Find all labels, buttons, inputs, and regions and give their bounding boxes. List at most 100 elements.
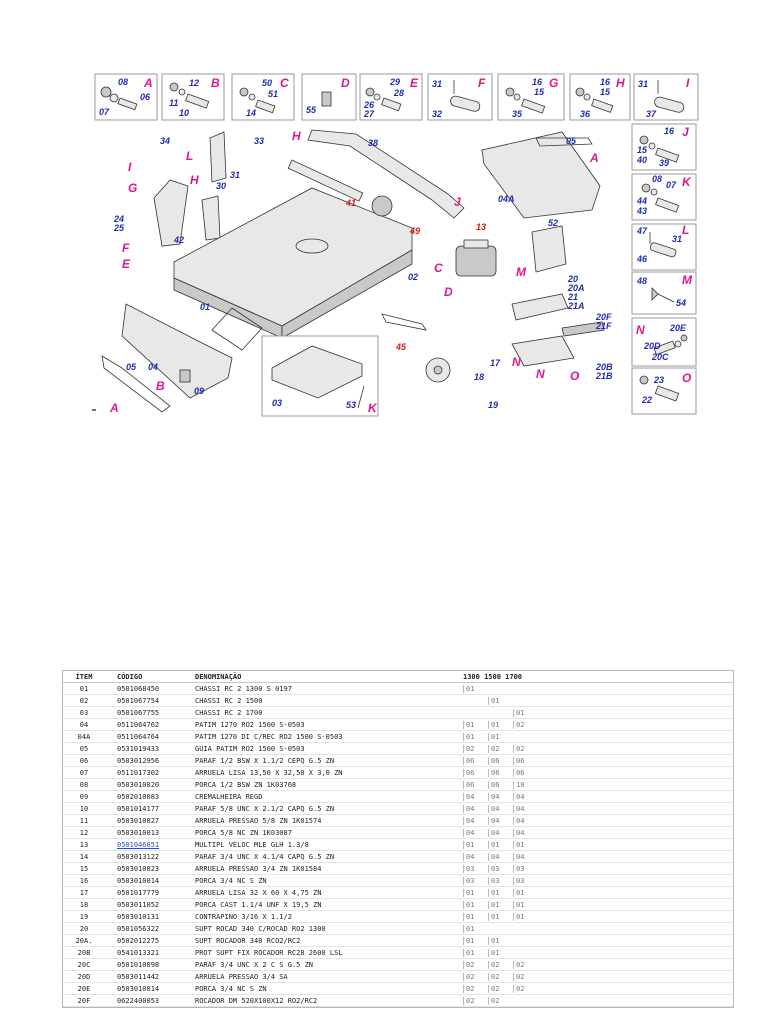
quantity-value: 02 — [513, 744, 538, 753]
callout: 25 — [113, 223, 125, 233]
detail-letter: M — [516, 265, 527, 279]
detail-letter: L — [186, 149, 193, 163]
part-code: 0502012275 — [117, 936, 160, 945]
quantity-value: 06 — [463, 768, 488, 777]
callout: 20C — [651, 352, 669, 362]
quantity-value: 06 — [513, 768, 538, 777]
part-code: 0503010020 — [117, 780, 160, 789]
callout: 06 — [140, 92, 151, 102]
part-description: SUPT ROCADOR 340 RCO2/RC2 — [192, 934, 460, 947]
detail-box-L: 47 31 46 L — [631, 223, 697, 271]
quantity-value: 01 — [463, 840, 488, 849]
quantity-value: 01 — [513, 912, 538, 921]
item-number: 10 — [63, 802, 105, 815]
callout: 21B — [595, 371, 613, 381]
detail-box-B: 12 11 10 B — [161, 73, 225, 121]
quantity-value: 06 — [488, 756, 513, 765]
detail-letter: C — [434, 261, 443, 275]
quantity-value: 01 — [488, 912, 513, 921]
item-number: 07 — [63, 766, 105, 779]
callout: 31 — [638, 79, 648, 89]
part-code: 0511017302 — [117, 768, 160, 777]
quantity-value: 01 — [513, 900, 538, 909]
header-models: 1300 1500 1700 — [460, 671, 733, 683]
quantity-value: 02 — [488, 744, 513, 753]
quantity-value: 01 — [463, 948, 488, 957]
detail-letter: D — [341, 76, 350, 90]
callout: 28 — [393, 88, 404, 98]
quantity-value: 02 — [513, 984, 538, 993]
item-number: 13 — [63, 838, 105, 851]
callout: 32 — [432, 109, 442, 119]
quantity-value: 02 — [488, 960, 513, 969]
callout: 47 — [636, 226, 648, 236]
part-code-cell: 0503010023 — [105, 862, 192, 875]
quantity-value: 02 — [463, 960, 488, 969]
detail-letter: A — [589, 151, 599, 165]
detail-letter: I — [128, 160, 132, 174]
quantity-value: 04 — [463, 804, 488, 813]
callout: 37 — [646, 109, 657, 119]
quantity-value: 06 — [488, 780, 513, 789]
callout: 27 — [363, 109, 375, 119]
item-number: 04A — [63, 730, 105, 743]
part-code-link[interactable]: 0501046851 — [117, 840, 160, 849]
part-description: ARRUELA PRESSAO 3/4 ZN 1K01584 — [192, 862, 460, 875]
quantity-value: 04 — [513, 816, 538, 825]
part-description: CHASSI RC 2 1500 — [192, 694, 460, 707]
callout: 13 — [476, 222, 486, 232]
quantity-value: 04 — [513, 804, 538, 813]
detail-letter: N — [512, 355, 521, 369]
part-description: ROCADOR DM 520X100X12 RO2/RC2 — [192, 994, 460, 1007]
part-description: ARRUELA LISA 32 X 60 X 4,75 ZN — [192, 886, 460, 899]
item-number: 20E — [63, 982, 105, 995]
quantity-value: 01 — [488, 936, 513, 945]
callout: 20 — [567, 274, 578, 284]
item-number: 18 — [63, 898, 105, 911]
part-code-cell: 0501010098 — [105, 958, 192, 971]
quantity-value: 04 — [463, 852, 488, 861]
detail-box-K: 08 07 44 43 K — [631, 173, 697, 221]
quantity-value: 04 — [513, 828, 538, 837]
item-number: 20D — [63, 970, 105, 983]
part-description: PORCA 3/4 NC S ZN — [192, 874, 460, 887]
callout: 15 — [534, 87, 545, 97]
callout: 02 — [408, 272, 418, 282]
callout: 07 — [666, 180, 677, 190]
callout: 18 — [474, 372, 484, 382]
callout: 16 — [600, 77, 611, 87]
detail-box-H: 16 15 36 H — [569, 73, 631, 121]
part-code-cell: 0501017779 — [105, 886, 192, 899]
detail-box-M: 48 54 M — [631, 271, 697, 315]
item-number: 20B — [63, 946, 105, 959]
callout: 31 — [230, 170, 240, 180]
quantity-value: 02 — [488, 972, 513, 981]
header-item: ÍTEM — [63, 671, 105, 683]
callout: 24 — [113, 214, 124, 224]
callout: 49 — [409, 226, 420, 236]
item-number: 15 — [63, 862, 105, 875]
callout: 05 — [126, 362, 137, 372]
callout: 54 — [676, 298, 686, 308]
callout: 20E — [669, 323, 687, 333]
part-code: 0503011442 — [117, 972, 160, 981]
item-number: 14 — [63, 850, 105, 863]
detail-letter: H — [190, 173, 199, 187]
part-code: 0501067754 — [117, 696, 160, 705]
parts-table: ÍTEM CÓDIGO DENOMINAÇÃO 1300 1500 1700 0… — [63, 671, 733, 1007]
quantity-value: 01 — [463, 732, 488, 741]
quantity-value: 01 — [463, 924, 488, 933]
callout: 39 — [659, 158, 669, 168]
callout: 16 — [664, 126, 675, 136]
